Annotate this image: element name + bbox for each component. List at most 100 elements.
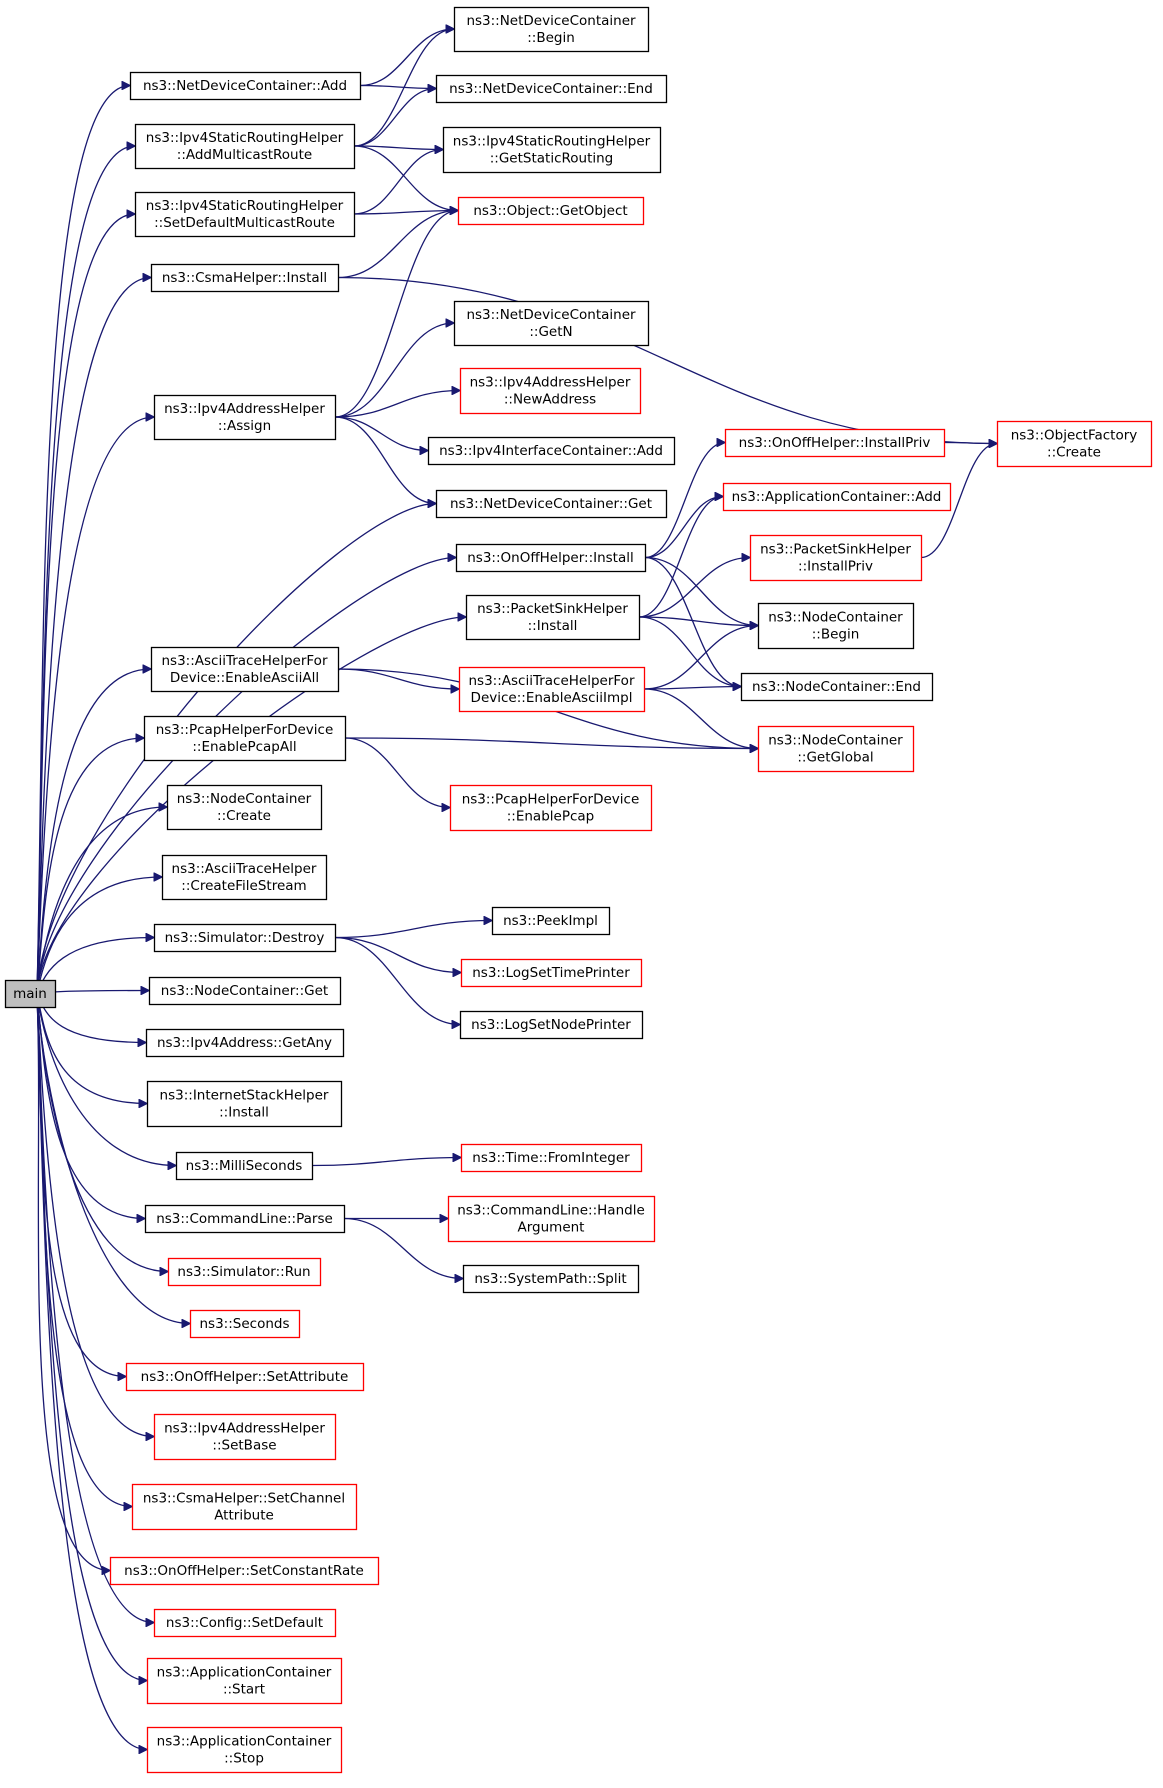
node-label: ns3::Seconds: [200, 1316, 290, 1332]
edge-pcap_enableall-to-nc_getglobal: [344, 737, 758, 749]
node-label: ns3::LogSetTimePrinter: [472, 965, 630, 981]
node-ndc-begin[interactable]: ns3::NetDeviceContainer::Begin: [453, 6, 650, 53]
node-onoff-setcr[interactable]: ns3::OnOffHelper::SetConstantRate: [109, 1556, 380, 1586]
edge-main-to-iah_setbase: [36, 993, 154, 1437]
node-nc-getglobal[interactable]: ns3::NodeContainer::GetGlobal: [757, 725, 915, 773]
node-box: [134, 191, 356, 238]
node-label: main: [13, 986, 47, 1002]
node-label: ::SetBase: [212, 1438, 276, 1454]
node-label: ns3::PcapHelperForDevice: [462, 792, 640, 808]
node-main[interactable]: main: [4, 979, 57, 1009]
node-ipv4addr-getany[interactable]: ns3::Ipv4Address::GetAny: [145, 1028, 345, 1058]
node-box: [459, 1010, 644, 1040]
node-sim-run[interactable]: ns3::Simulator::Run: [167, 1257, 322, 1287]
node-ndc-end[interactable]: ns3::NetDeviceContainer::End: [435, 74, 668, 104]
node-ac-add[interactable]: ns3::ApplicationContainer::Add: [722, 482, 952, 512]
node-nc-begin[interactable]: ns3::NodeContainer::Begin: [757, 602, 915, 650]
node-csma-install[interactable]: ns3::CsmaHelper::Install: [150, 263, 340, 293]
node-label: ns3::OnOffHelper::InstallPriv: [739, 435, 931, 451]
node-onoff-install[interactable]: ns3::OnOffHelper::Install: [455, 543, 647, 573]
node-label: ::GetStaticRouting: [490, 151, 614, 167]
node-milliseconds[interactable]: ns3::MilliSeconds: [175, 1151, 314, 1181]
node-psh-installpriv[interactable]: ns3::PacketSinkHelper::InstallPriv: [749, 534, 923, 582]
node-of-create[interactable]: ns3::ObjectFactory::Create: [996, 420, 1153, 468]
node-ac-start[interactable]: ns3::ApplicationContainer::Start: [146, 1657, 343, 1705]
node-box: [143, 715, 347, 762]
node-label: ::SetDefaultMulticastRoute: [154, 215, 335, 231]
node-ndc-getn[interactable]: ns3::NetDeviceContainer::GetN: [453, 300, 650, 347]
node-sim-destroy[interactable]: ns3::Simulator::Destroy: [153, 923, 337, 953]
node-label: ns3::Ipv4Address::GetAny: [157, 1035, 332, 1051]
node-iic-add[interactable]: ns3::Ipv4InterfaceContainer::Add: [427, 436, 676, 466]
edge-isrh_amr-to-isrh_gsr: [353, 146, 443, 150]
node-ndc-get[interactable]: ns3::NetDeviceContainer::Get: [435, 489, 668, 519]
node-isrh-gsr[interactable]: ns3::Ipv4StaticRoutingHelper::GetStaticR…: [442, 126, 662, 174]
node-box: [459, 367, 642, 415]
edge-iah_assign-to-ndc_getn: [334, 323, 454, 418]
node-label: ns3::Ipv4AddressHelper: [164, 401, 325, 417]
edge-isrh_sdmr-to-obj_getobject: [353, 211, 458, 215]
node-sp-split[interactable]: ns3::SystemPath::Split: [462, 1264, 640, 1294]
edge-csma_install-to-obj_getobject: [337, 211, 458, 279]
node-label: ns3::NetDeviceContainer: [466, 307, 636, 323]
node-isrh-amr[interactable]: ns3::Ipv4StaticRoutingHelper::AddMultica…: [134, 123, 356, 170]
node-logsettp[interactable]: ns3::LogSetTimePrinter: [460, 958, 643, 988]
node-box: [153, 394, 337, 441]
node-label: ::AddMulticastRoute: [177, 147, 312, 163]
node-nc-end[interactable]: ns3::NodeContainer::End: [740, 672, 934, 702]
edge-ath_enableimpl-to-nc_getglobal: [643, 688, 758, 749]
node-box: [457, 196, 645, 226]
node-label: ns3::NetDeviceContainer: [466, 13, 636, 29]
node-obj-getobject[interactable]: ns3::Object::GetObject: [457, 196, 645, 226]
node-box: [129, 71, 362, 101]
node-label: ns3::SystemPath::Split: [474, 1271, 626, 1287]
node-box: [460, 1143, 643, 1173]
node-label: ns3::ApplicationContainer: [157, 1734, 332, 1750]
node-box: [4, 979, 57, 1009]
node-ndc-add[interactable]: ns3::NetDeviceContainer::Add: [129, 71, 362, 101]
edge-onoff_install-to-nc_begin: [644, 556, 758, 626]
node-label: ns3::ApplicationContainer: [157, 1665, 332, 1681]
node-label: Argument: [518, 1220, 585, 1236]
node-onoff-installpriv[interactable]: ns3::OnOffHelper::InstallPriv: [724, 428, 946, 458]
node-label: ns3::NetDeviceContainer::Add: [143, 78, 347, 94]
node-label: ns3::Ipv4InterfaceContainer::Add: [439, 443, 663, 459]
node-logsetnp[interactable]: ns3::LogSetNodePrinter: [459, 1010, 644, 1040]
node-label: ns3::CommandLine::Parse: [156, 1211, 333, 1227]
node-nc-create[interactable]: ns3::NodeContainer::Create: [166, 784, 323, 831]
node-seconds[interactable]: ns3::Seconds: [189, 1309, 301, 1339]
edge-main-to-pcap_enableall: [36, 738, 144, 994]
node-onoff-setattr[interactable]: ns3::OnOffHelper::SetAttribute: [125, 1362, 365, 1392]
node-label: ns3::OnOffHelper::Install: [467, 550, 634, 566]
node-label: ns3::PcapHelperForDevice: [156, 722, 334, 738]
node-iah-setbase[interactable]: ns3::Ipv4AddressHelper::SetBase: [153, 1413, 337, 1461]
node-label: ns3::ApplicationContainer::Add: [732, 489, 942, 505]
node-label: Device::EnableAsciiAll: [170, 670, 319, 686]
node-iah-assign[interactable]: ns3::Ipv4AddressHelper::Assign: [153, 394, 337, 441]
node-label: ::EnablePcapAll: [192, 739, 296, 755]
node-ath-enableimpl[interactable]: ns3::AsciiTraceHelperForDevice::EnableAs…: [458, 666, 646, 713]
node-psh-install[interactable]: ns3::PacketSinkHelper::Install: [465, 594, 641, 641]
node-label: ns3::Simulator::Run: [177, 1264, 310, 1280]
node-box: [175, 1151, 314, 1181]
node-ath-createfs[interactable]: ns3::AsciiTraceHelper::CreateFileStream: [161, 854, 328, 901]
node-box: [153, 1608, 337, 1638]
node-time-fromint[interactable]: ns3::Time::FromInteger: [460, 1143, 643, 1173]
node-box: [153, 1413, 337, 1461]
node-label: ns3::AsciiTraceHelperFor: [468, 673, 634, 689]
node-isrh-sdmr[interactable]: ns3::Ipv4StaticRoutingHelper::SetDefault…: [134, 191, 356, 238]
node-nc-get[interactable]: ns3::NodeContainer::Get: [148, 976, 342, 1006]
node-label: ns3::InternetStackHelper: [160, 1088, 329, 1104]
node-ath-enableall[interactable]: ns3::AsciiTraceHelperForDevice::EnableAs…: [150, 646, 340, 693]
node-pcap-enableall[interactable]: ns3::PcapHelperForDevice::EnablePcapAll: [143, 715, 347, 762]
node-config-setdefault[interactable]: ns3::Config::SetDefault: [153, 1608, 337, 1638]
node-peekimpl[interactable]: ns3::PeekImpl: [491, 906, 611, 936]
node-pcap-enable[interactable]: ns3::PcapHelperForDevice::EnablePcap: [449, 784, 653, 832]
node-ac-stop[interactable]: ns3::ApplicationContainer::Stop: [146, 1726, 343, 1774]
node-iah-newaddr[interactable]: ns3::Ipv4AddressHelper::NewAddress: [459, 367, 642, 415]
node-cl-parse[interactable]: ns3::CommandLine::Parse: [144, 1204, 346, 1234]
node-ish-install[interactable]: ns3::InternetStackHelper::Install: [146, 1080, 343, 1128]
